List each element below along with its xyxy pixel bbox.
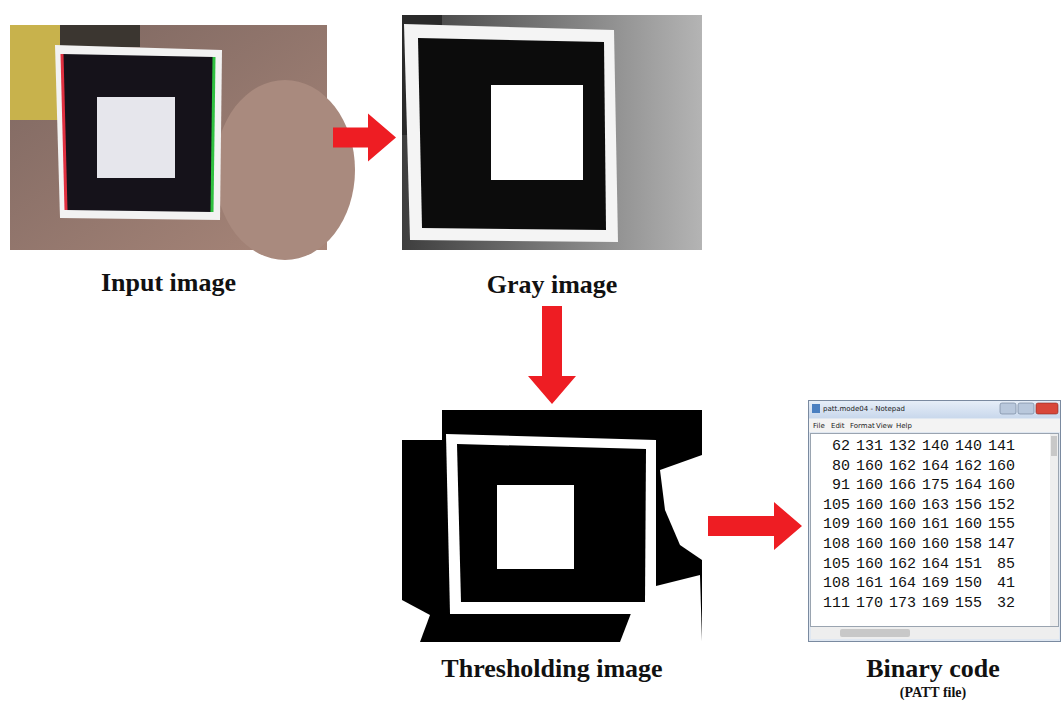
- pattern-value: 160: [843, 477, 883, 495]
- image-area: [402, 15, 702, 270]
- pattern-value: 131: [843, 438, 883, 456]
- pattern-value: 85: [975, 556, 1015, 574]
- menu-item: Help: [896, 421, 912, 431]
- pattern-value: 160: [876, 497, 916, 515]
- menu-item: Edit: [831, 421, 845, 431]
- pattern-value: 160: [843, 458, 883, 476]
- pattern-value: 156: [942, 497, 982, 515]
- image-area: [402, 410, 702, 654]
- pattern-value: 108: [810, 575, 850, 593]
- window-title: patt.mode04 - Notepad: [823, 404, 905, 414]
- pattern-value: 155: [975, 516, 1015, 534]
- pattern-value: 147: [975, 536, 1015, 554]
- pattern-value: 162: [876, 556, 916, 574]
- image-caption: Input image: [10, 268, 327, 298]
- pattern-value: 152: [975, 497, 1015, 515]
- pattern-value: 164: [909, 458, 949, 476]
- pattern-value: 160: [876, 516, 916, 534]
- image-area: [10, 25, 327, 268]
- pattern-value: 175: [909, 477, 949, 495]
- gray-photo: [402, 15, 702, 250]
- pattern-value: 161: [843, 575, 883, 593]
- pattern-value: 160: [909, 536, 949, 554]
- pattern-value: 158: [942, 536, 982, 554]
- pattern-value: 150: [942, 575, 982, 593]
- pattern-value: 164: [942, 477, 982, 495]
- pattern-value: 105: [810, 497, 850, 515]
- threshold-photo: [402, 410, 702, 642]
- pattern-value: 160: [975, 458, 1015, 476]
- pattern-value: 111: [810, 595, 850, 613]
- pattern-value: 169: [909, 575, 949, 593]
- pattern-value: 160: [843, 516, 883, 534]
- block-arrow: [708, 502, 802, 550]
- pattern-value: 160: [843, 536, 883, 554]
- pattern-value: 108: [810, 536, 850, 554]
- pattern-value: 140: [909, 438, 949, 456]
- input-photo: [10, 25, 355, 260]
- image-panel: Input image: [10, 25, 327, 298]
- pattern-value: 109: [810, 516, 850, 534]
- image-caption: Gray image: [402, 270, 702, 300]
- pattern-value: 132: [876, 438, 916, 456]
- pattern-value: 91: [810, 477, 850, 495]
- pattern-value: 163: [909, 497, 949, 515]
- pattern-value: 160: [975, 477, 1015, 495]
- pattern-value: 141: [975, 438, 1015, 456]
- caption-note: (PATT file): [808, 684, 1058, 702]
- image-caption: Binary code: [808, 654, 1058, 684]
- pattern-value: 80: [810, 458, 850, 476]
- pattern-value: 166: [876, 477, 916, 495]
- pattern-value: 162: [942, 458, 982, 476]
- pattern-value: 164: [909, 556, 949, 574]
- image-caption: Thresholding image: [402, 654, 702, 684]
- pattern-value: 160: [876, 536, 916, 554]
- pattern-value: 140: [942, 438, 982, 456]
- pattern-value: 161: [909, 516, 949, 534]
- image-panel: Gray image: [402, 15, 702, 300]
- pattern-value: 173: [876, 595, 916, 613]
- menu-item: Format: [850, 421, 875, 431]
- pattern-value: 160: [843, 556, 883, 574]
- block-arrow: [528, 306, 576, 404]
- pattern-value: 169: [909, 595, 949, 613]
- pattern-value: 164: [876, 575, 916, 593]
- image-panel: Thresholding image: [402, 410, 702, 684]
- pattern-value: 151: [942, 556, 982, 574]
- pattern-value: 62: [810, 438, 850, 456]
- pattern-value: 162: [876, 458, 916, 476]
- pattern-value: 160: [942, 516, 982, 534]
- notepad-window: [809, 401, 1061, 642]
- pattern-value: 155: [942, 595, 982, 613]
- pattern-value: 32: [975, 595, 1015, 613]
- pattern-value: 41: [975, 575, 1015, 593]
- menu-item: File: [813, 421, 825, 431]
- pattern-value: 160: [843, 497, 883, 515]
- block-arrow: [333, 114, 396, 162]
- pattern-value: 105: [810, 556, 850, 574]
- pattern-value: 170: [843, 595, 883, 613]
- menu-item: View: [876, 421, 893, 431]
